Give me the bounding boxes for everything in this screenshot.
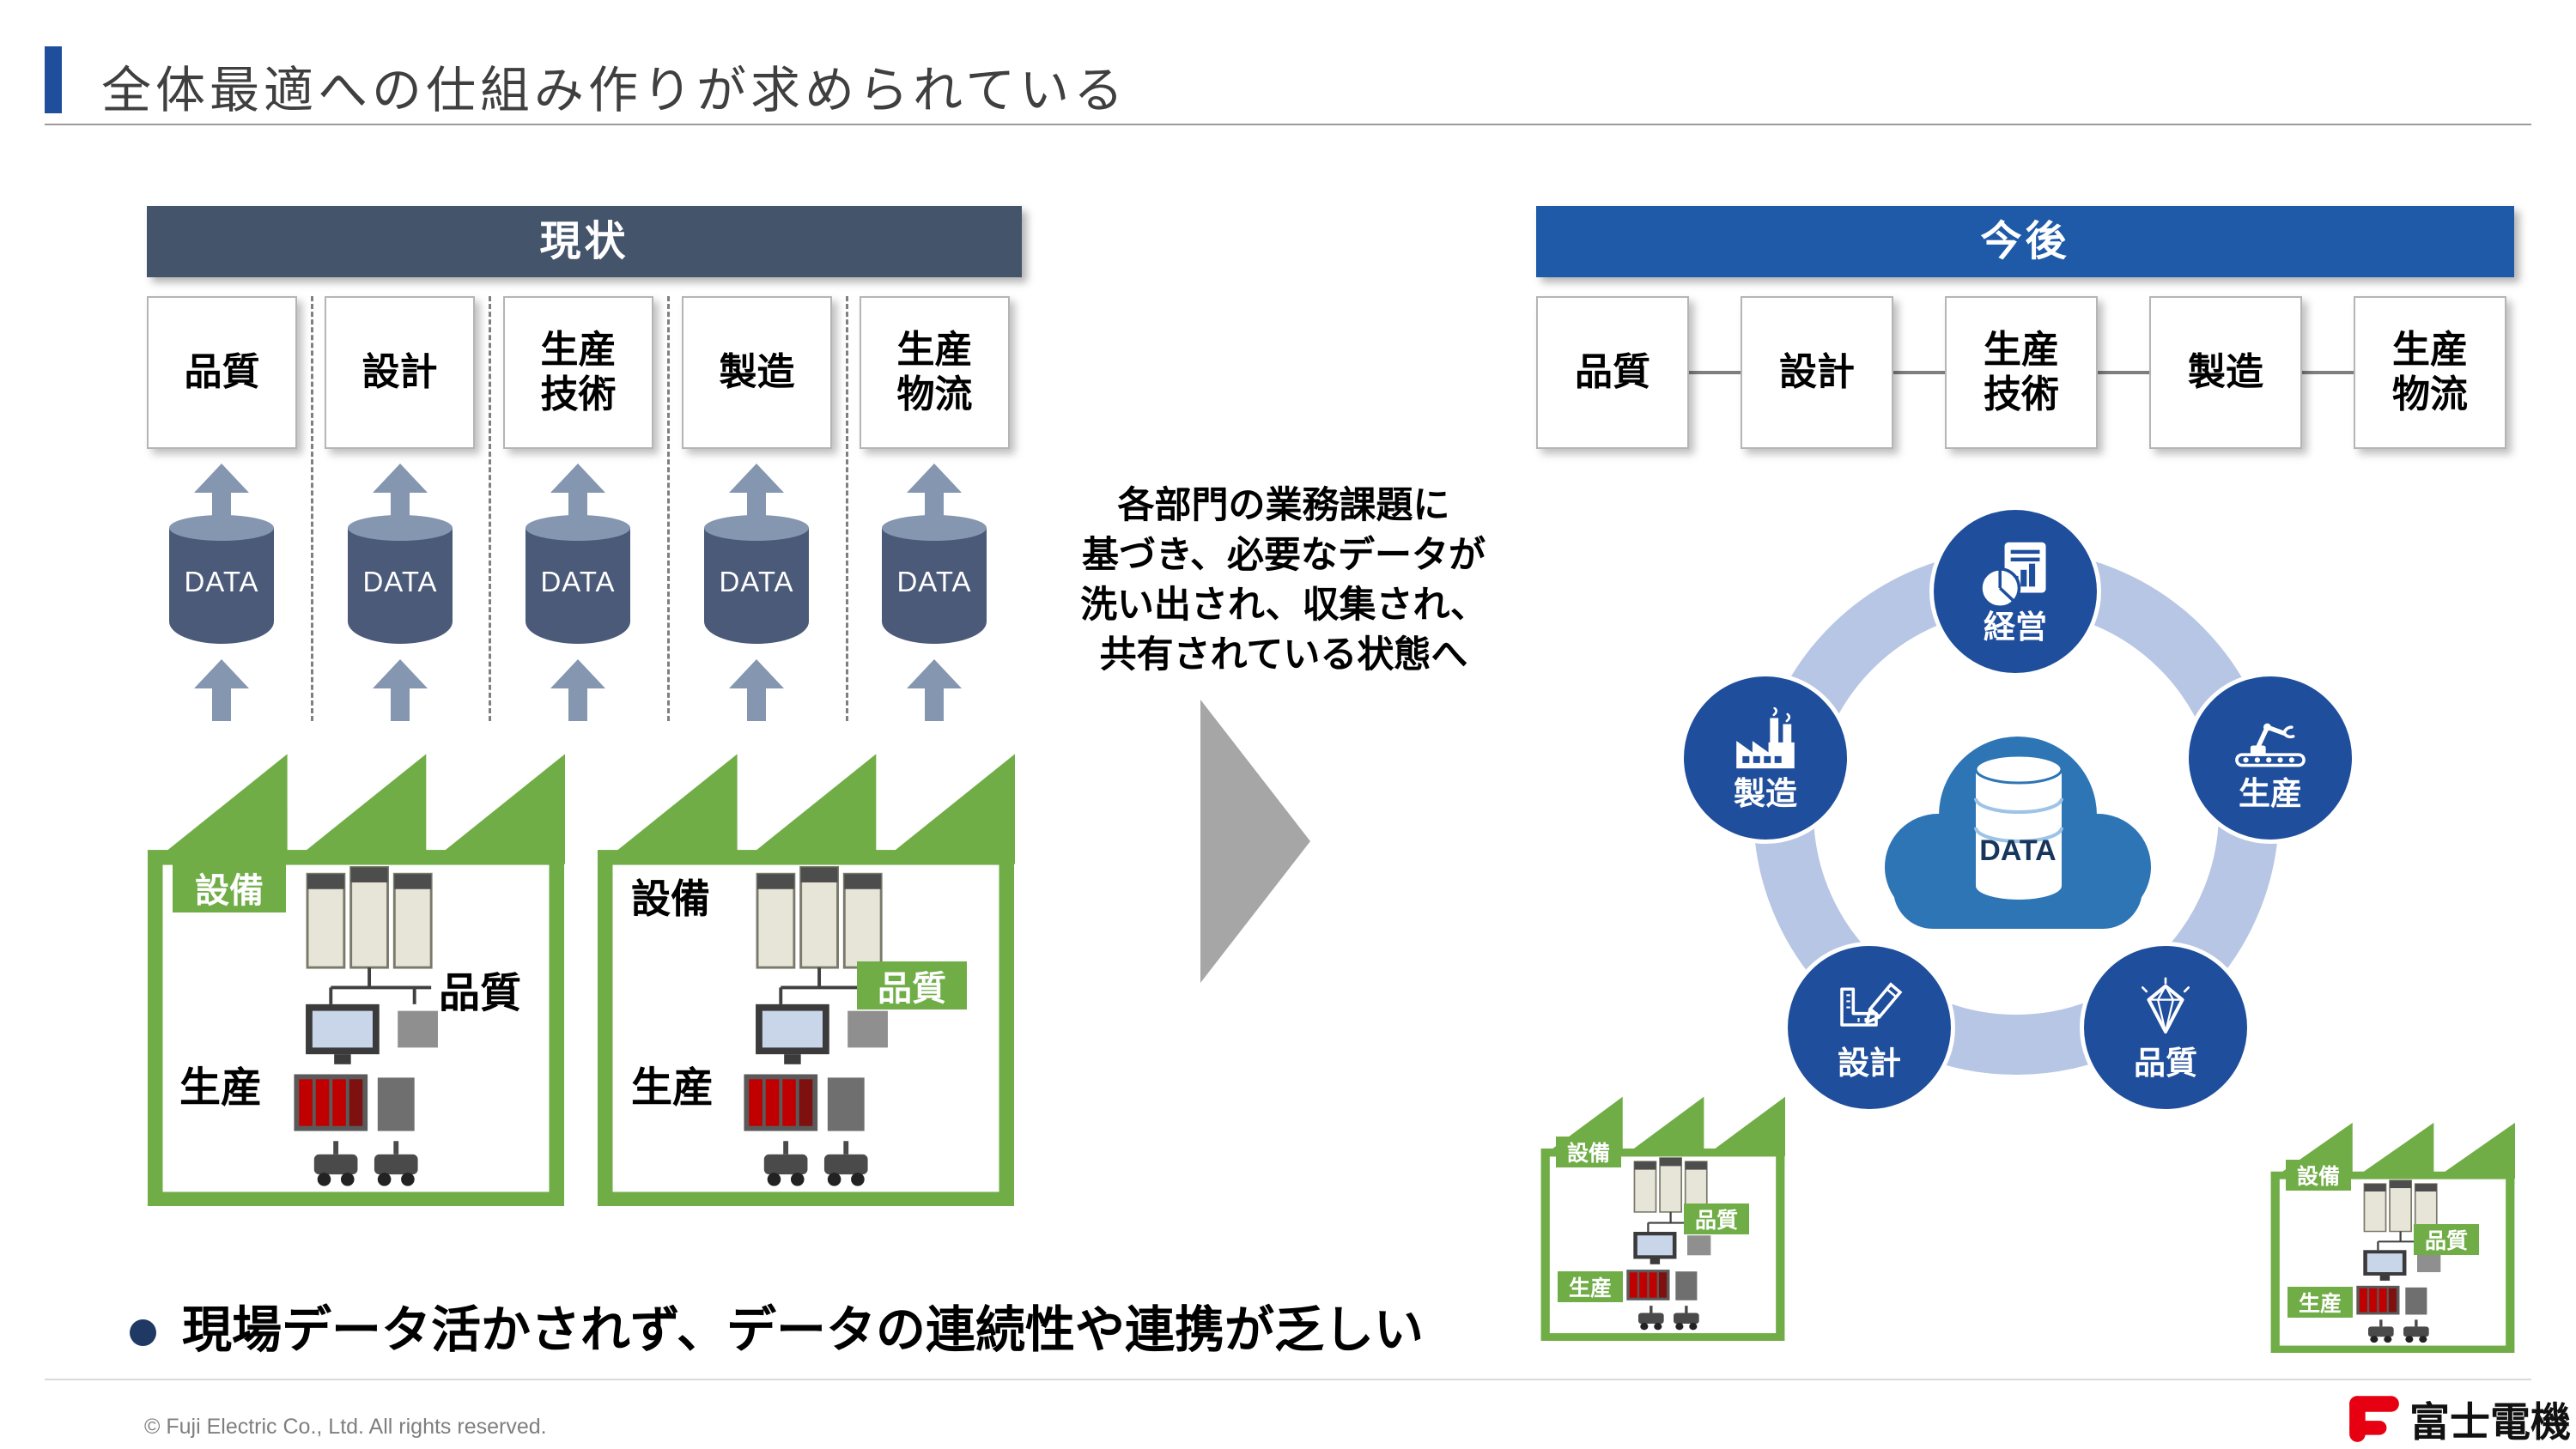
equipment-label: 設備 <box>173 863 286 912</box>
data-cylinder: DATA <box>348 515 453 644</box>
future-state-header: 今後 <box>1536 206 2514 277</box>
data-cylinder-label: DATA <box>896 566 972 597</box>
transition-note: 各部門の業務課題に 基づき、必要なデータが 洗い出され、収集され、 共有されてい… <box>1052 481 1516 680</box>
current-state-header: 現状 <box>147 206 1022 277</box>
factory-illustration: 設備 品質 生産 <box>147 734 565 1206</box>
dashed-separator <box>846 296 848 721</box>
fuji-electric-logo-icon <box>2349 1395 2399 1442</box>
data-cylinder-label: DATA <box>540 566 616 597</box>
quality-label: 品質 <box>857 961 967 1009</box>
future-dept-design: 設計 <box>1741 296 1893 449</box>
hub-node-label: 品質 <box>2134 1045 2197 1081</box>
hub-node-label: 経営 <box>1984 609 2047 645</box>
hub-node-label: 設計 <box>1838 1045 1901 1081</box>
factory-silhouette-icon <box>1736 706 1795 768</box>
copyright-text: © Fuji Electric Co., Ltd. All rights res… <box>144 1415 547 1439</box>
dashed-separator <box>489 296 491 721</box>
transition-line: 共有されている状態へ <box>1099 634 1468 676</box>
current-dept-quality: 品質 <box>147 296 297 449</box>
hub-node-production: 生産 <box>2184 672 2356 844</box>
equipment-label: 設備 <box>2286 1160 2351 1191</box>
quality-label: 品質 <box>1684 1203 1749 1234</box>
brand-name: 富士電機 <box>2409 1399 2571 1445</box>
production-label: 生産 <box>1558 1271 1623 1302</box>
data-cylinder-label: DATA <box>362 566 438 597</box>
future-dept-manufacturing: 製造 <box>2149 296 2302 449</box>
up-arrow-icon <box>729 659 784 721</box>
current-dept-logistics: 生産 物流 <box>860 296 1010 449</box>
data-cylinder: DATA <box>526 515 630 644</box>
transition-arrow-icon <box>1200 700 1310 983</box>
up-arrow-icon <box>373 659 428 721</box>
title-accent-bar <box>45 46 62 113</box>
diamond-icon <box>2142 976 2190 1034</box>
transition-line: 各部門の業務課題に <box>1117 485 1450 526</box>
data-cylinder: DATA <box>169 515 274 644</box>
hub-node-management: 経営 <box>1929 506 2101 677</box>
data-cloud-icon <box>1885 737 2151 929</box>
up-arrow-icon <box>907 659 962 721</box>
up-arrow-icon <box>550 659 605 721</box>
up-arrow-icon <box>194 659 249 721</box>
dashed-separator <box>667 296 670 721</box>
production-label: 生産 <box>631 1065 714 1111</box>
dashed-separator <box>311 296 313 721</box>
hub-node-manufacturing: 製造 <box>1680 672 1851 844</box>
current-dept-prod-tech: 生産 技術 <box>503 296 653 449</box>
equipment-label: 設備 <box>631 876 710 921</box>
hub-node-label: 製造 <box>1734 775 1797 811</box>
future-dept-quality: 品質 <box>1536 296 1689 449</box>
quality-label: 品質 <box>439 971 522 1016</box>
equipment-label: 設備 <box>1556 1137 1621 1167</box>
factory-illustration-small: 設備 品質 生産 <box>2270 1113 2515 1353</box>
current-dept-design: 設計 <box>325 296 475 449</box>
production-label: 生産 <box>179 1065 263 1111</box>
factory-illustration: 設備 品質 生産 <box>597 734 1015 1206</box>
future-dept-prod-tech: 生産 技術 <box>1945 296 2098 449</box>
data-cylinder-label: DATA <box>719 566 794 597</box>
data-cylinder: DATA <box>882 515 987 644</box>
hub-node-label: 生産 <box>2239 775 2302 811</box>
hub-node-quality: 品質 <box>2080 942 2251 1113</box>
design-tools-icon <box>1840 981 1903 1027</box>
production-label: 生産 <box>2287 1287 2353 1318</box>
future-dept-logistics: 生産 物流 <box>2354 296 2506 449</box>
bullet-icon <box>130 1319 156 1346</box>
cloud-data-label: DATA <box>1979 834 2057 867</box>
hub-node-design: 設計 <box>1783 942 1955 1113</box>
chart-report-icon <box>1979 542 2046 609</box>
data-cylinder-label: DATA <box>184 566 259 597</box>
transition-line: 基づき、必要なデータが <box>1082 535 1485 577</box>
bottom-note: 現場データ活かされず、データの連続性や連携が乏しい <box>182 1302 1424 1358</box>
current-dept-manufacturing: 製造 <box>682 296 832 449</box>
transition-line: 洗い出され、収集され、 <box>1080 585 1487 627</box>
robot-arm-icon <box>2235 723 2306 767</box>
factory-illustration-small: 設備 品質 生産 <box>1540 1086 1785 1341</box>
quality-label: 品質 <box>2414 1224 2479 1255</box>
data-cylinder: DATA <box>704 515 809 644</box>
page-title: 全体最適への仕組み作りが求められている <box>101 63 1128 118</box>
title-divider <box>45 124 2531 125</box>
brand-lockup: 富士電機 <box>2346 1389 2571 1448</box>
footer-divider <box>45 1379 2531 1380</box>
